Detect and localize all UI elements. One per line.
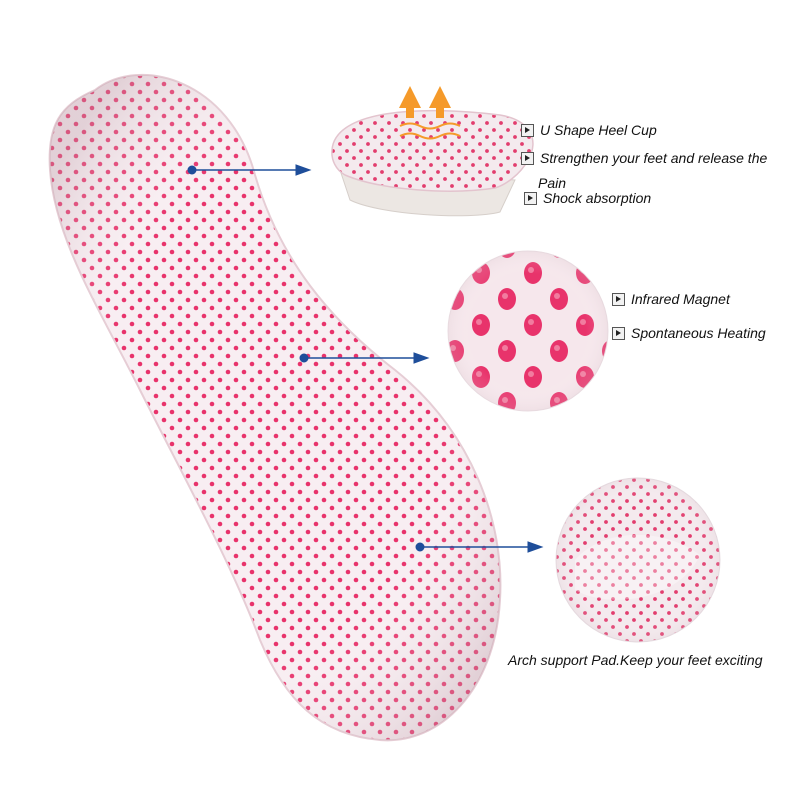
feature-strengthen-text: Strengthen your feet and release the [540, 150, 768, 166]
play-bullet-icon [524, 191, 537, 205]
feature-heel-cup: U Shape Heel Cup [521, 122, 657, 138]
feature-heating-text: Spontaneous Heating [631, 325, 766, 341]
play-bullet-icon [612, 292, 625, 306]
feature-shock: Shock absorption [524, 190, 651, 206]
feature-strengthen-cont: Pain [538, 175, 567, 191]
play-bullet-icon [612, 326, 625, 340]
feature-shock-text: Shock absorption [543, 190, 652, 206]
zoom-circle-magnet [447, 250, 609, 412]
feature-magnet-text: Infrared Magnet [631, 291, 730, 307]
heel-cup [331, 109, 534, 217]
feature-arch: Arch support Pad.Keep your feet exciting [508, 652, 763, 668]
pointer-arrow-icon [187, 164, 544, 553]
feature-heel-cup-text: U Shape Heel Cup [540, 122, 657, 138]
play-bullet-icon [521, 123, 534, 137]
heat-arrow-icon [399, 86, 451, 118]
feature-heating: Spontaneous Heating [612, 325, 766, 341]
feature-strengthen: Strengthen your feet and release the [521, 150, 767, 166]
feature-magnet: Infrared Magnet [612, 291, 730, 307]
play-bullet-icon [521, 151, 534, 165]
insole [48, 74, 502, 742]
zoom-circle-arch [555, 477, 721, 643]
